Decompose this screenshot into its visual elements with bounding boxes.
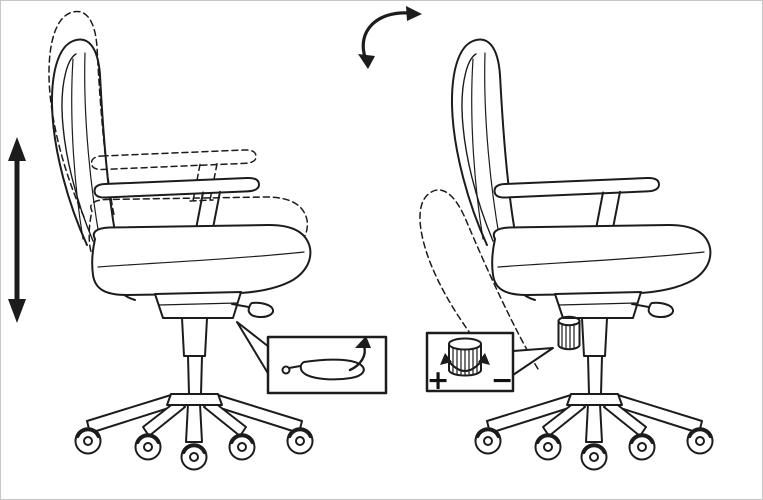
height-adjustment-arrow-icon — [8, 137, 26, 323]
height-lever-callout — [236, 321, 388, 395]
lift-arrow-icon — [348, 336, 371, 372]
right-chair-illustration — [452, 39, 713, 469]
increase-tension-label: + — [427, 365, 450, 396]
rotate-arrow-icon — [440, 353, 490, 373]
tension-knob-callout: + − — [425, 331, 554, 396]
height-lever-icon — [281, 358, 365, 381]
tilt-tension-knob — [557, 315, 581, 351]
tilt-adjustment-arrow-icon — [358, 6, 422, 69]
left-chair-illustration — [52, 39, 313, 469]
callout-pointer — [512, 347, 554, 376]
decrease-tension-label: − — [491, 365, 514, 396]
callout-pointer — [236, 321, 270, 376]
